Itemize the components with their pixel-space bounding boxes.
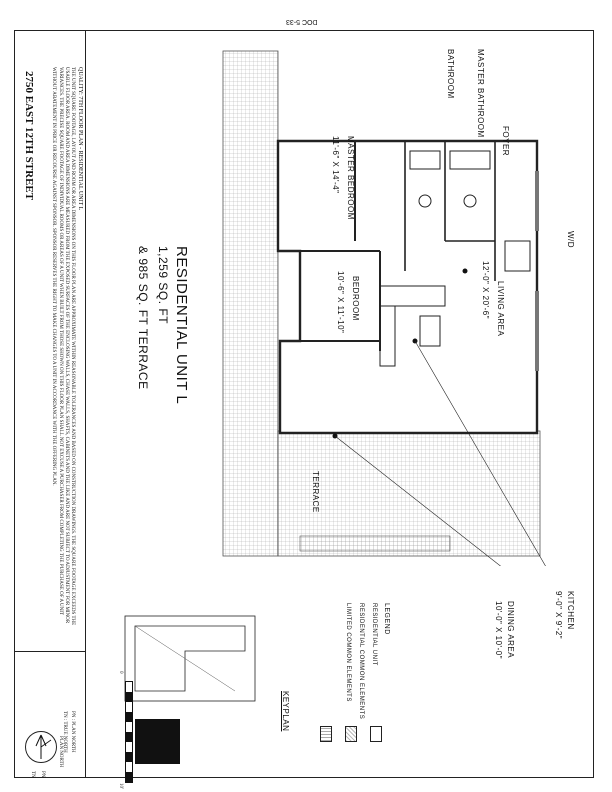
label-terrace: TERRACE <box>311 471 320 513</box>
drawing-sheet: 2750 EAST 12TH STREET QUALITY: 7TH FLOOR… <box>14 30 594 789</box>
legend-heading: LEGEND <box>383 603 390 635</box>
keyplan-drawing <box>124 615 256 702</box>
label-master-bedroom-dim: 11'-6" X 14'-4" <box>331 136 340 194</box>
legend-item-residential-unit: RESIDENTIAL UNIT <box>371 603 377 666</box>
label-living-area-dim: 12'-0" X 20'-6" <box>481 261 490 320</box>
label-bedroom: BEDROOM <box>351 276 360 321</box>
label-master-bedroom: MASTER BEDROOM <box>346 136 355 220</box>
title-block <box>15 31 86 777</box>
scale-bar <box>125 681 133 783</box>
north-arrow-icon <box>25 731 57 763</box>
terrace-area <box>222 50 279 557</box>
label-master-bathroom: MASTER BATHROOM <box>476 49 485 138</box>
unit-area-line2: & 985 SQ. FT TERRACE <box>136 246 150 390</box>
pn-label: PN <box>40 771 45 778</box>
scale-end: 10' <box>118 783 123 789</box>
unit-area-line1: 1,259 SQ. FT <box>156 246 170 325</box>
label-wd: W/D <box>566 231 575 249</box>
label-bathroom: BATHROOM <box>446 49 455 99</box>
legend-swatch-limited <box>320 726 332 742</box>
floor-plan <box>222 50 546 566</box>
label-dining-area-dim: 10'-0" X 10'-0" <box>494 601 503 660</box>
address: 2750 EAST 12TH STREET <box>23 71 35 201</box>
unit-name: RESIDENTIAL UNIT L <box>173 246 190 405</box>
legend-swatch-unit <box>370 726 382 742</box>
label-kitchen-dim: 9'-0" X 9'-2" <box>554 591 563 640</box>
disclaimer: THE UNIT SQUARE FOOTAGE, LAYOUT AND ROOM… <box>51 67 75 626</box>
quality-line: QUALITY: 7TH FLOOR PLAN - RESIDENTIAL UN… <box>77 67 83 211</box>
label-bedroom-dim: 10'-6" X 11'-10" <box>336 271 345 334</box>
plan-north-label: PLAN NORTH <box>58 736 63 768</box>
terrace-area-lower <box>277 430 541 557</box>
legend-swatch-common <box>345 726 357 742</box>
legend-item-residential-common: RESIDENTIAL COMMON ELEMENTS <box>358 603 364 720</box>
tn-label: TN <box>30 771 35 778</box>
label-kitchen: KITCHEN <box>566 591 575 630</box>
doc-number: DOC 5-33 <box>286 18 318 25</box>
keyplan-highlight <box>135 719 180 764</box>
legend-item-limited-common: LIMITED COMMON ELEMENTS <box>345 603 351 702</box>
label-living-area: LIVING AREA <box>496 281 505 337</box>
label-foyer: FOYER <box>501 126 510 157</box>
label-dining-area: DINING AREA <box>506 601 515 659</box>
pn-note: PN : PLAN NORTH <box>70 711 75 753</box>
north-box <box>15 651 85 778</box>
keyplan-heading: KEYPLAN <box>281 691 290 732</box>
scale-zero: 0 <box>118 671 123 674</box>
